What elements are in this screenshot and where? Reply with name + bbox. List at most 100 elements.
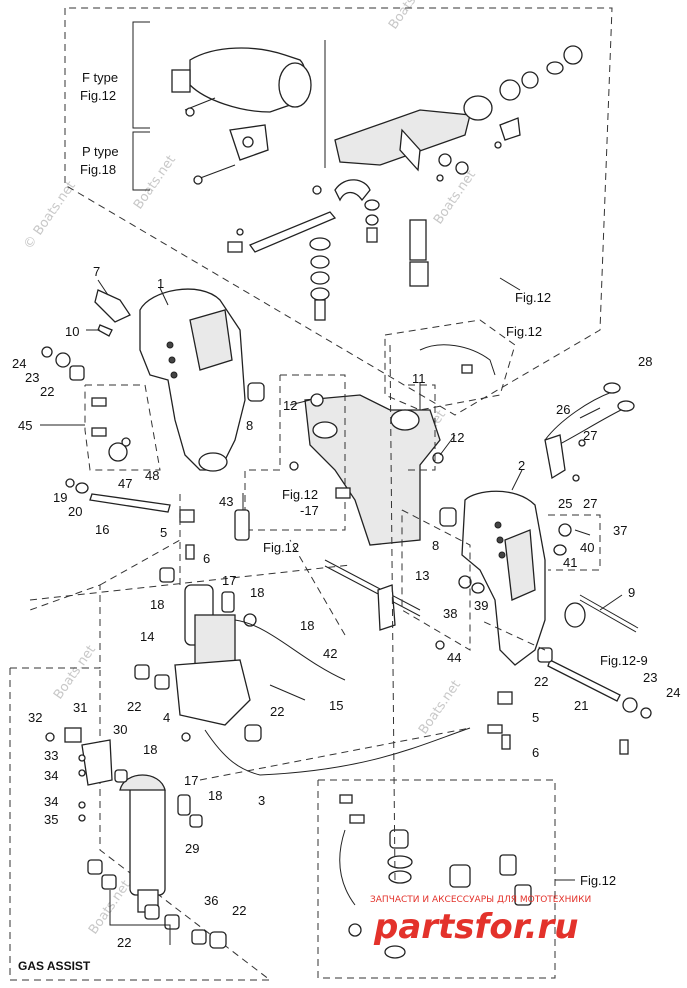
bushing: [558, 523, 572, 537]
callout: 1: [157, 276, 164, 291]
grease-cap: [563, 45, 583, 65]
callout: 5: [532, 710, 539, 725]
callout: 48: [145, 468, 159, 483]
bracket-plate: [171, 69, 191, 93]
callout: 12: [450, 430, 464, 445]
washer: [384, 945, 406, 959]
washer-34: [78, 769, 86, 777]
fig12-reference: Fig.12: [282, 487, 318, 502]
callout: 22: [127, 699, 141, 714]
callout: 31: [73, 700, 87, 715]
callout: 28: [638, 354, 652, 369]
watermark-text: © Boats.net: [21, 179, 79, 253]
bushing-22: [244, 724, 262, 742]
bolt-38: [458, 575, 472, 589]
brand-overlay: ЗАПЧАСТИ И АКСЕССУАРЫ ДЛЯ МОТОТЕХНИКИ pa…: [370, 895, 591, 947]
bolt-6: [185, 544, 195, 560]
bushing-22: [154, 674, 170, 690]
sensor-bracket-25: [544, 434, 566, 480]
callout: 21: [574, 698, 588, 713]
callout: 42: [323, 646, 337, 661]
steering-bushing: [278, 62, 312, 108]
watermark-text: Boats.net: [51, 643, 99, 703]
callout: 27: [583, 496, 597, 511]
callout: 43: [219, 494, 233, 509]
bushing-22: [144, 904, 160, 920]
spacer-5: [179, 509, 195, 523]
watermark-text: Boats.net: [416, 678, 464, 738]
swivel-bracket: [234, 319, 516, 546]
gas-cylinder-29: [129, 784, 166, 896]
callout: 23: [643, 670, 657, 685]
bolt: [339, 794, 353, 804]
washer: [387, 855, 413, 869]
bushing-18: [114, 769, 128, 783]
bolt: [185, 107, 195, 117]
fitting: [461, 364, 473, 374]
gas-assist-label: GAS ASSIST: [18, 959, 91, 973]
callout: 41: [563, 555, 577, 570]
washer-23: [55, 352, 71, 368]
callout: 22: [270, 704, 284, 719]
fig12-reference: Fig.12: [506, 324, 542, 339]
screw: [91, 427, 107, 437]
screw-27: [578, 439, 586, 447]
callout: 18: [250, 585, 264, 600]
callout: 32: [28, 710, 42, 725]
bushing-22: [69, 365, 85, 381]
bolt: [314, 299, 326, 321]
screw: [494, 141, 502, 149]
callout: 15: [329, 698, 343, 713]
callout: 25: [558, 496, 572, 511]
pin-17: [221, 591, 235, 613]
callout: 14: [140, 629, 154, 644]
callout: 47: [118, 476, 132, 491]
screw: [236, 228, 244, 236]
callout: 22: [117, 935, 131, 950]
callout: 10: [65, 324, 79, 339]
fig12-reference: Fig.12: [263, 540, 299, 555]
tilt-rod-21: [547, 659, 621, 702]
callout: 29: [185, 841, 199, 856]
washer-23: [622, 697, 638, 713]
fitting: [335, 487, 351, 499]
watermark-text: Boats.net: [386, 0, 434, 32]
connector: [487, 724, 503, 734]
bushing-22: [87, 859, 103, 875]
bolt-4: [181, 732, 191, 742]
screw: [91, 397, 107, 407]
brand-subtitle: ЗАПЧАСТИ И АКСЕССУАРЫ ДЛЯ МОТОТЕХНИКИ: [370, 895, 591, 905]
callout: 38: [443, 606, 457, 621]
callout: 22: [534, 674, 548, 689]
stern-bracket-left: [41, 288, 265, 560]
swivel-bracket-body: [304, 394, 441, 546]
bolt: [242, 136, 254, 148]
callout: 24: [12, 356, 26, 371]
bolt-33: [78, 754, 86, 762]
callout: 22: [40, 384, 54, 399]
f-type-label: F type: [82, 70, 118, 85]
callout: 34: [44, 794, 58, 809]
steering-shaft: [409, 219, 427, 261]
fig12-17-reference: -17: [300, 503, 319, 518]
sleeve: [514, 884, 532, 906]
callout: 17: [222, 573, 236, 588]
callout: 16: [95, 522, 109, 537]
bushing-22: [134, 664, 150, 680]
washer: [365, 214, 379, 226]
callout: 20: [68, 504, 82, 519]
fig12-reference: Fig.12: [515, 290, 551, 305]
leader-lines: [29, 279, 623, 881]
washer-39: [471, 582, 485, 594]
callout: 17: [184, 773, 198, 788]
clip: [499, 117, 521, 141]
lever-13: [377, 584, 396, 631]
callout: 7: [93, 264, 100, 279]
washer-47: [108, 442, 128, 462]
nut-35: [78, 814, 86, 822]
bottom-fig12-group: Fig.12: [317, 779, 616, 979]
screw-32: [45, 732, 55, 742]
callout: 6: [532, 745, 539, 760]
